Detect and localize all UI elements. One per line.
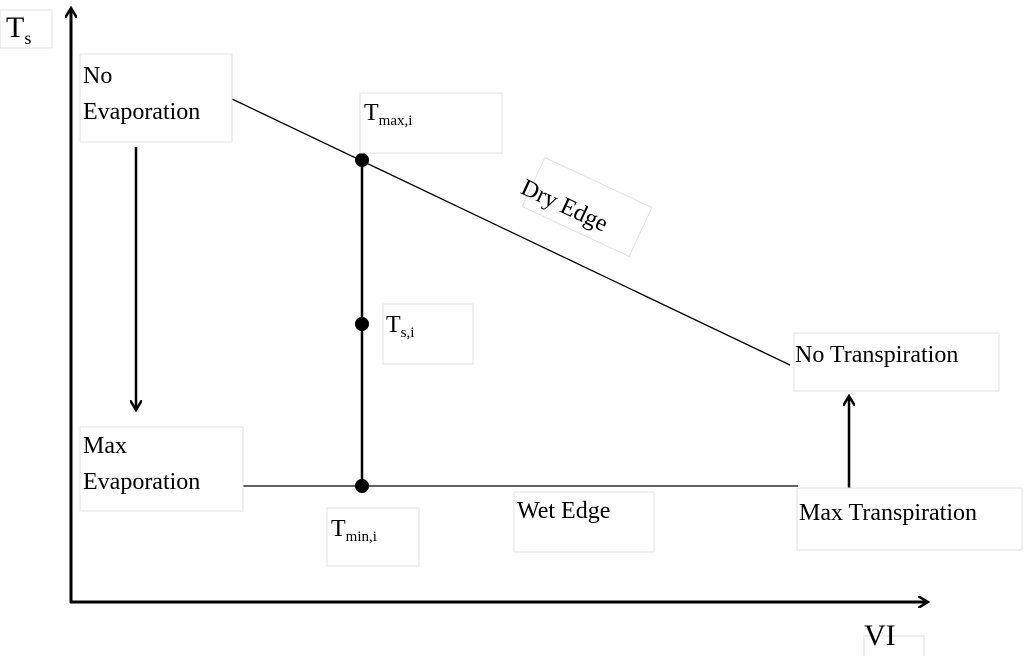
t-s-label-sub: s,i [400, 325, 415, 341]
t-s-label-main: T [386, 312, 401, 338]
max-evaporation-label: Max Evaporation [83, 433, 201, 495]
y-axis-label-main: T [6, 11, 25, 44]
no-transpiration-label: No Transpiration [795, 342, 959, 368]
t-min-label-sub: min,i [345, 529, 377, 545]
x-axis-label: VI [864, 619, 896, 652]
t-s-point [355, 317, 369, 331]
max-transpiration-label: Max Transpiration [799, 500, 978, 526]
t-max-label-main: T [364, 100, 379, 126]
no-evaporation-label: No Evaporation [83, 63, 201, 125]
t-max-label: Tmax,i [364, 100, 412, 134]
wet-edge-label: Wet Edge [517, 498, 611, 524]
dry-edge-line [231, 98, 791, 366]
t-min-label: Tmin,i [331, 516, 377, 550]
t-s-label: Ts,i [386, 312, 414, 346]
t-min-point [355, 479, 369, 493]
y-axis-label: Ts [6, 12, 31, 54]
y-axis-label-sub: s [24, 28, 32, 48]
t-max-label-sub: max,i [378, 113, 413, 129]
t-min-label-main: T [331, 516, 346, 542]
t-max-point [355, 153, 369, 167]
